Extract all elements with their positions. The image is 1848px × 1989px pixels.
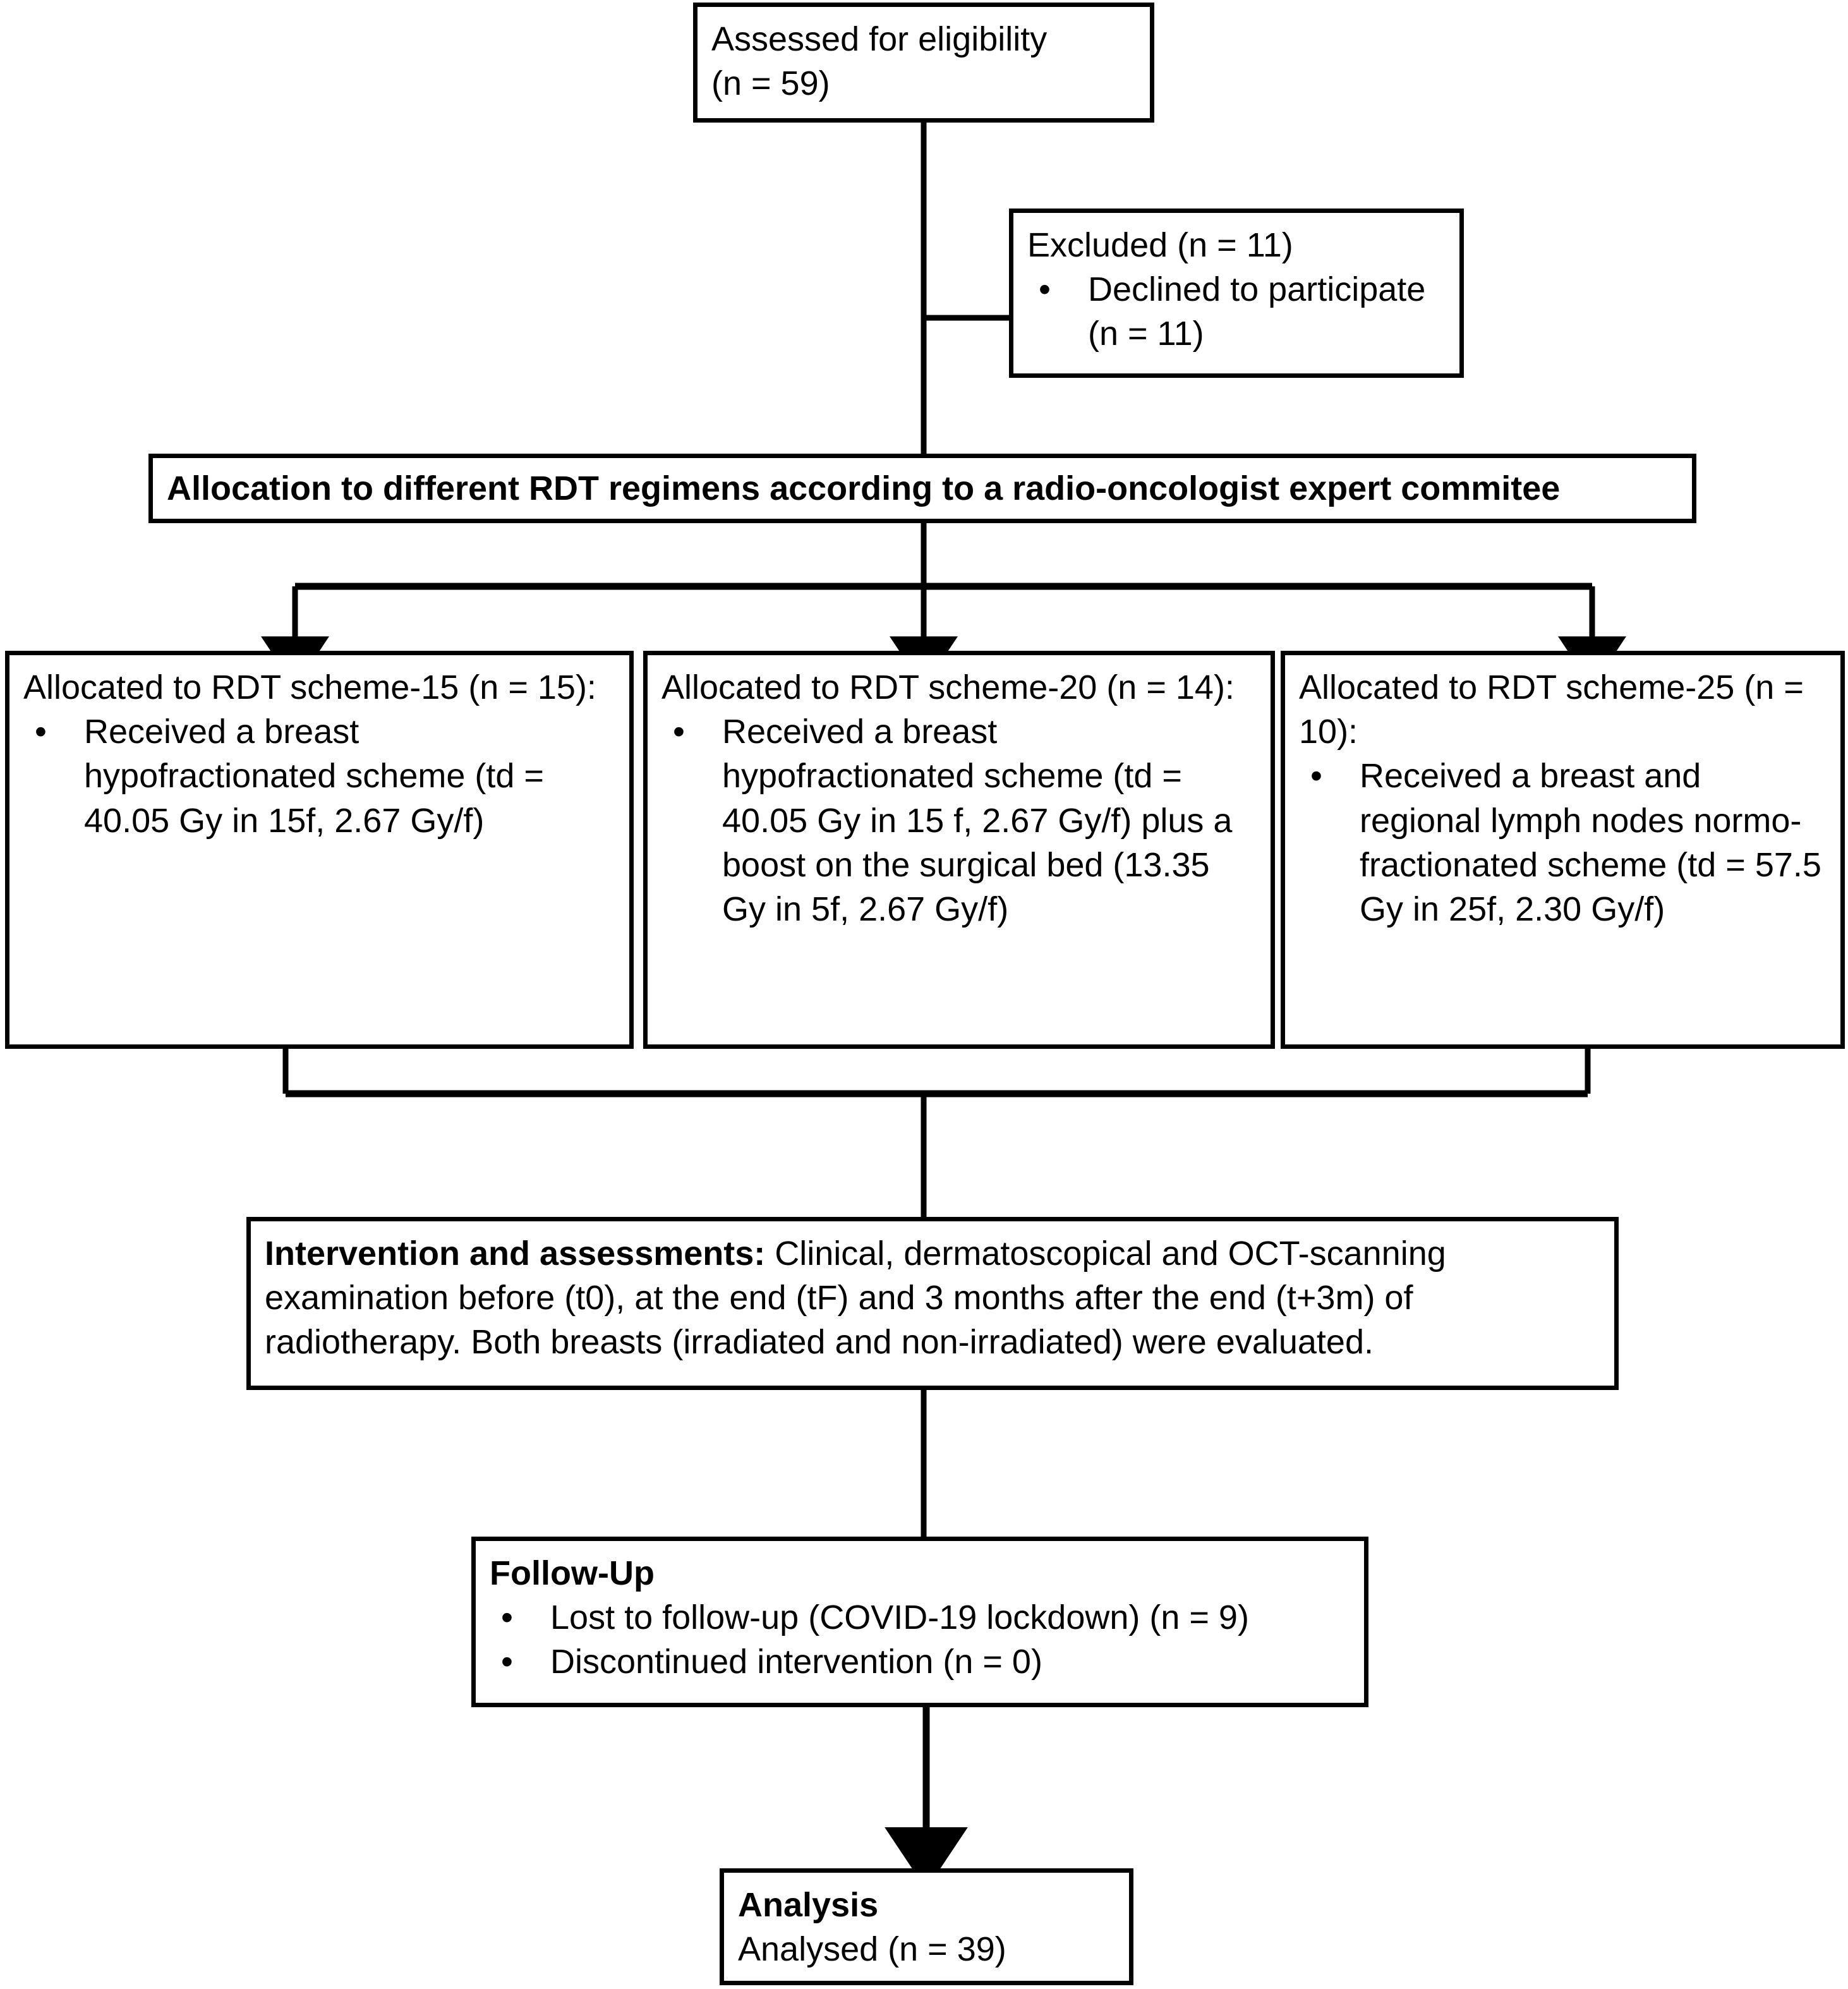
followup-bullet-list: • Lost to follow-up (COVID-19 lockdown) (…: [490, 1595, 1350, 1684]
list-item: • Received a breast hypofractionated sche…: [661, 710, 1257, 931]
scheme15-header: Allocated to RDT scheme-15 (n = 15):: [23, 668, 596, 706]
bullet-icon: •: [35, 713, 47, 751]
intervention-label: Intervention and assessments:: [265, 1235, 766, 1273]
scheme25-header: Allocated to RDT scheme-25 (n = 10):: [1299, 668, 1813, 751]
box-intervention-and-assessments: Intervention and assessments: Clinical, …: [246, 1217, 1619, 1390]
list-item-label: Declined to participate (n = 11): [1088, 270, 1435, 353]
bullet-icon: •: [1039, 270, 1051, 309]
box-follow-up: Follow-Up • Lost to follow-up (COVID-19 l…: [471, 1537, 1368, 1707]
box-assessed-for-eligibility: Assessed for eligibility (n = 59): [693, 3, 1154, 123]
box-allocated-scheme-15: Allocated to RDT scheme-15 (n = 15): • Re…: [5, 651, 634, 1049]
followup-header: Follow-Up: [490, 1554, 655, 1592]
scheme15-bullet-list: • Received a breast hypofractionated sche…: [23, 710, 615, 843]
box-allocation-banner: Allocation to different RDT regimens acc…: [148, 454, 1696, 523]
scheme20-bullet-list: • Received a breast hypofractionated sche…: [661, 710, 1257, 931]
box-excluded: Excluded (n = 11) • Declined to participa…: [1009, 209, 1464, 378]
list-item: • Lost to follow-up (COVID-19 lockdown) (…: [490, 1595, 1350, 1640]
list-item: •Received a breast and regional lymph no…: [1299, 754, 1827, 931]
eligibility-line-2: (n = 59): [711, 64, 830, 103]
list-item-label: Received a breast hypofractionated schem…: [84, 713, 553, 840]
list-item-label: Received a breast and regional lymph nod…: [1360, 757, 1831, 928]
box-analysis: Analysis Analysed (n = 39): [720, 1868, 1133, 1985]
scheme20-header: Allocated to RDT scheme-20 (n = 14):: [661, 668, 1235, 706]
analysis-header: Analysis: [738, 1886, 879, 1924]
box-allocated-scheme-25: Allocated to RDT scheme-25 (n = 10): •Re…: [1281, 651, 1845, 1049]
eligibility-line-1: Assessed for eligibility: [711, 20, 1048, 58]
list-item-label: Discontinued intervention (n = 0): [550, 1643, 1042, 1681]
scheme25-bullet-list: •Received a breast and regional lymph no…: [1299, 754, 1827, 931]
analysis-line-2: Analysed (n = 39): [738, 1930, 1006, 1969]
intervention-paragraph: Intervention and assessments: Clinical, …: [265, 1235, 1446, 1361]
excluded-header: Excluded (n = 11): [1027, 226, 1293, 264]
list-item-label: Received a breast hypofractionated schem…: [722, 713, 1242, 928]
bullet-icon: •: [673, 713, 685, 751]
list-item-label: Lost to follow-up (COVID-19 lockdown) (n…: [550, 1599, 1249, 1637]
bullet-icon: •: [1310, 757, 1322, 795]
box-allocated-scheme-20: Allocated to RDT scheme-20 (n = 14): • Re…: [643, 651, 1275, 1049]
list-item: • Received a breast hypofractionated sche…: [23, 710, 615, 843]
bullet-icon: •: [501, 1643, 513, 1681]
list-item: • Declined to participate (n = 11): [1027, 267, 1446, 356]
bullet-icon: •: [501, 1599, 513, 1637]
excluded-bullet-list: • Declined to participate (n = 11): [1027, 267, 1446, 356]
list-item: • Discontinued intervention (n = 0): [490, 1640, 1350, 1684]
intervention-body: Clinical, dermatoscopical and OCT-scanni…: [265, 1235, 1446, 1362]
allocation-header: Allocation to different RDT regimens acc…: [167, 469, 1561, 507]
